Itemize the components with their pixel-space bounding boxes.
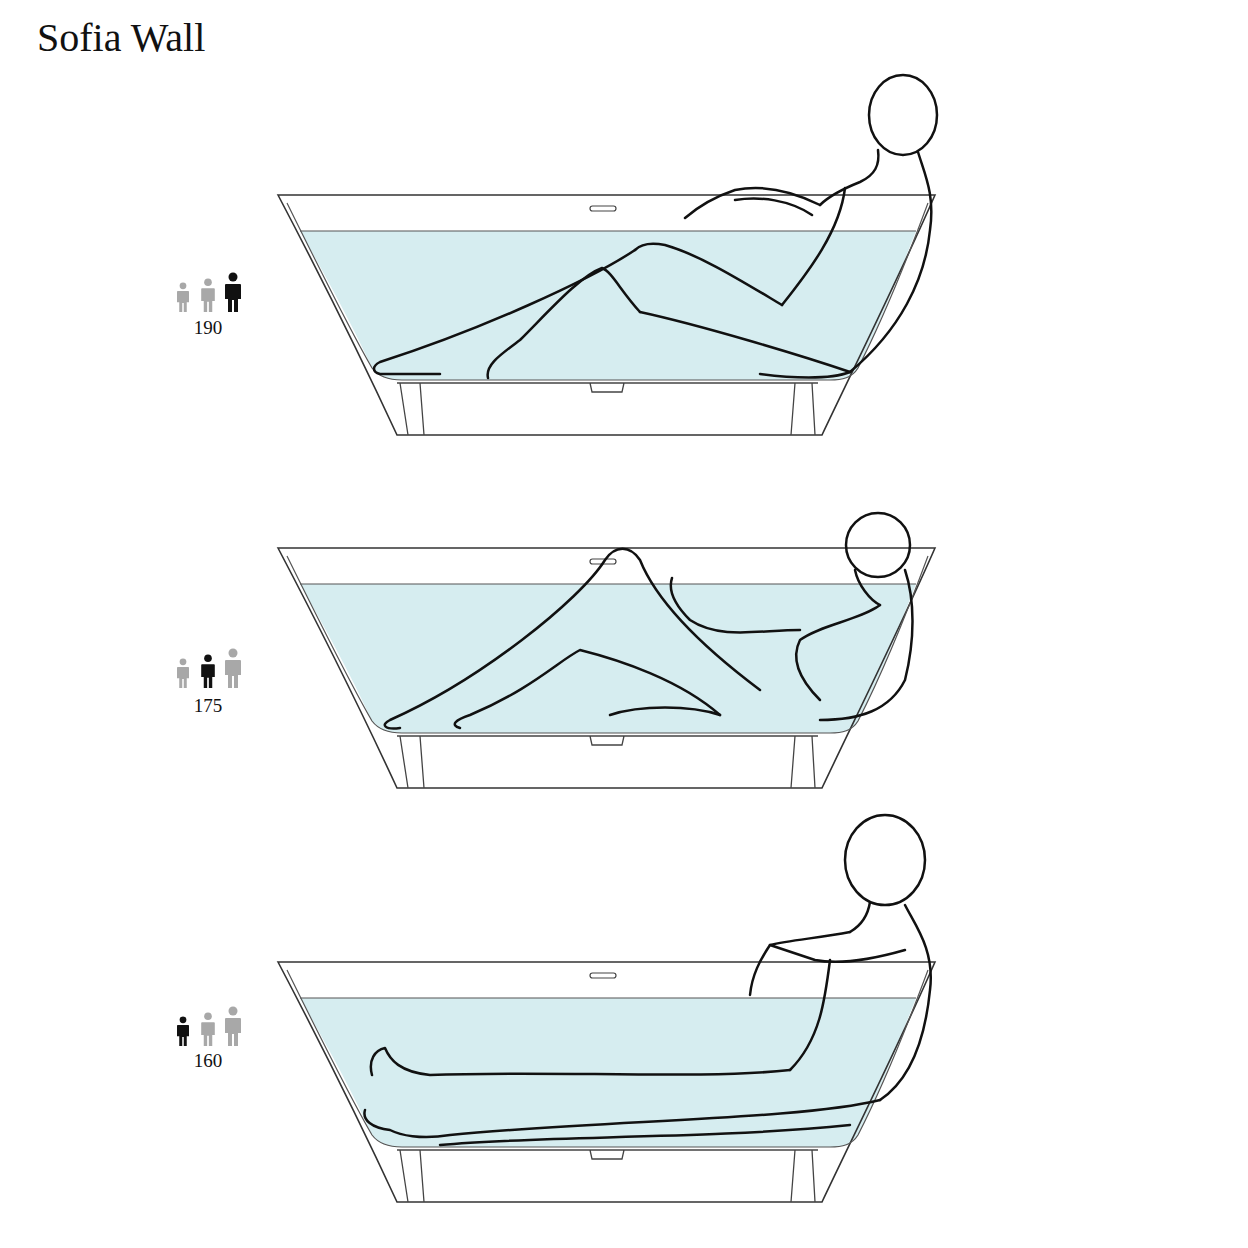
figure-outline xyxy=(796,605,880,700)
figure-outline xyxy=(735,199,812,215)
bathtub xyxy=(278,548,935,788)
tub-outline xyxy=(278,195,935,435)
height-label: 160 xyxy=(194,1051,223,1070)
figure-head xyxy=(869,75,937,155)
size-icons xyxy=(177,273,241,313)
overflow-slot xyxy=(590,973,616,978)
bathtub xyxy=(278,195,935,435)
figure-outline xyxy=(880,905,931,1100)
figure-outline xyxy=(820,150,878,205)
bather-figure xyxy=(385,513,913,728)
figure-outline xyxy=(770,932,905,962)
overflow-slot xyxy=(590,206,616,211)
person-icon xyxy=(225,1007,241,1047)
tub-base xyxy=(397,736,818,788)
figure-outline xyxy=(440,1125,850,1145)
size-icons xyxy=(177,649,241,689)
person-icon xyxy=(177,1016,189,1046)
figure-outline xyxy=(850,902,870,932)
person-icon xyxy=(225,649,241,689)
tub-outline xyxy=(278,962,935,1202)
figure-head xyxy=(845,815,925,905)
person-icon xyxy=(201,1012,215,1046)
figure-head xyxy=(846,513,910,577)
height-label: 190 xyxy=(194,318,223,337)
tub-inner-wall xyxy=(287,556,928,733)
bathtub xyxy=(278,962,935,1202)
figure-outline xyxy=(488,268,640,378)
tub-outline xyxy=(278,548,935,788)
figure-outline xyxy=(750,945,770,995)
tub-base xyxy=(397,383,818,435)
figure-outline xyxy=(850,152,931,372)
title: Sofia Wall xyxy=(37,18,205,58)
person-icon xyxy=(201,278,215,312)
water xyxy=(300,998,916,1147)
figure-outline xyxy=(640,312,850,372)
water xyxy=(300,231,916,380)
tub-inner-wall xyxy=(287,970,928,1147)
water-line xyxy=(300,230,916,231)
height-label: 175 xyxy=(194,696,223,715)
figure-outline xyxy=(790,960,830,1070)
figure-outline xyxy=(855,570,880,605)
figure-outline xyxy=(364,1100,880,1137)
figure-outline xyxy=(635,244,782,305)
figure-outline xyxy=(371,1048,790,1075)
size-icons xyxy=(177,1007,241,1047)
person-icon xyxy=(225,273,241,313)
bather-figure xyxy=(374,75,937,378)
person-icon xyxy=(177,282,189,312)
figure-outline xyxy=(820,570,913,720)
person-icon xyxy=(201,654,215,688)
figure-outline xyxy=(455,650,720,728)
figure-outline xyxy=(385,549,760,729)
tub-base xyxy=(397,1150,818,1202)
figure-outline xyxy=(685,188,820,218)
water-line xyxy=(300,583,916,584)
figure-outline xyxy=(374,250,635,374)
figure-outline xyxy=(760,372,850,378)
person-icon xyxy=(177,658,189,688)
figure-outline xyxy=(671,578,800,633)
figure-outline xyxy=(610,708,720,716)
bather-figure xyxy=(364,815,930,1145)
water xyxy=(300,584,916,733)
